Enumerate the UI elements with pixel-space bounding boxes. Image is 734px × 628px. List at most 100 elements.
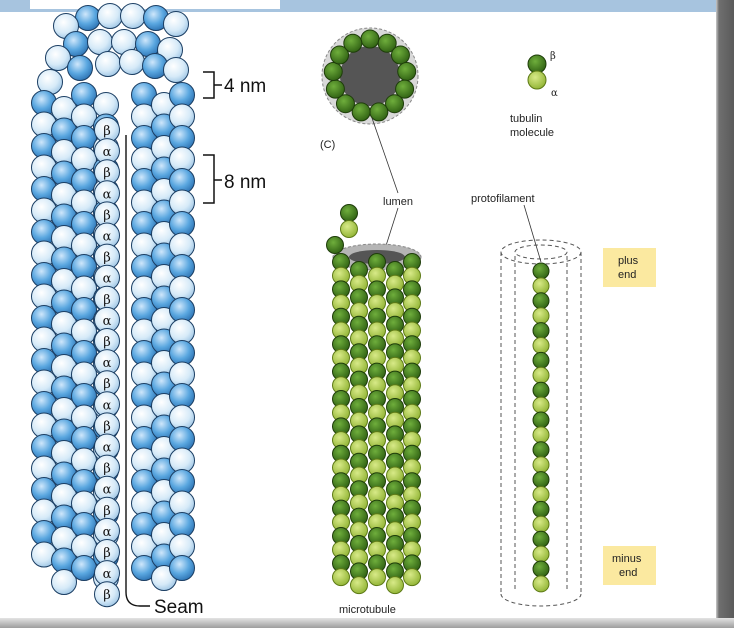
tubulin-molecule-icon xyxy=(527,54,547,90)
alpha-subunit-label: α xyxy=(103,398,112,413)
seam-subunit xyxy=(94,581,120,608)
protofilament-bead xyxy=(532,381,550,399)
lattice-bead xyxy=(75,5,101,31)
cross-section-bead xyxy=(395,79,415,99)
lattice-bead xyxy=(163,11,189,37)
lumen-label: lumen xyxy=(383,196,413,208)
protofilament-bead xyxy=(532,575,550,593)
protofilament-bead xyxy=(532,277,550,295)
tube-bead xyxy=(368,568,386,587)
protofilament-bead xyxy=(532,530,550,548)
protofilament-bead xyxy=(532,411,550,429)
cross-section-bead xyxy=(385,94,405,114)
cross-section-bead xyxy=(323,62,343,82)
lumen-leader-top xyxy=(371,117,399,194)
alpha-subunit-label: α xyxy=(103,441,112,456)
cross-section-bead xyxy=(325,79,345,99)
protofilament-bead xyxy=(532,456,550,474)
alpha-subunit-label: α xyxy=(103,230,112,245)
lattice-bead xyxy=(45,45,71,71)
dimension-8nm-label: 8 nm xyxy=(224,172,266,193)
beta-subunit-label: β xyxy=(103,293,111,308)
protofilament-bead xyxy=(532,337,550,354)
tube-bead xyxy=(340,204,358,222)
protofilament-beads xyxy=(532,262,550,593)
protofilament-bead xyxy=(532,426,550,444)
plus-end-callout xyxy=(603,248,656,287)
window-top-bar xyxy=(0,0,734,12)
lattice-bead xyxy=(95,51,121,77)
top-bar-tab xyxy=(30,0,280,9)
lattice-bead xyxy=(87,29,113,55)
beta-subunit-label: β xyxy=(103,166,111,181)
protofilament-leader xyxy=(523,204,542,263)
alpha-subunit-label: α xyxy=(103,356,112,371)
protofilament-bead xyxy=(532,486,550,503)
cylinder-bottom xyxy=(500,593,582,607)
tubulin-label-line2: molecule xyxy=(510,127,554,139)
microtubule-label: microtubule xyxy=(339,604,396,616)
protofilament-bead xyxy=(532,441,550,459)
protofilament-label: protofilament xyxy=(471,193,535,205)
window-bottom-edge xyxy=(0,618,734,628)
tubulin-beta-bead xyxy=(527,54,547,74)
dimension-4nm-label: 4 nm xyxy=(224,76,266,97)
beta-subunit-label: β xyxy=(103,504,111,519)
protofilament-bead xyxy=(532,471,550,489)
cylinder-top-inner xyxy=(514,244,568,260)
microtubule-model xyxy=(326,204,422,595)
lumen-core xyxy=(340,46,400,106)
tubulin-alpha-bead xyxy=(527,70,547,90)
cross-section-bead xyxy=(335,94,355,114)
cross-section-bead xyxy=(397,62,417,82)
tube-bead xyxy=(340,220,358,238)
alpha-subunit-label: α xyxy=(103,314,112,329)
tubulin-label-line1: tubulin xyxy=(510,113,542,125)
protofilament-bead xyxy=(532,396,550,414)
beta-subunit-label: β xyxy=(103,251,111,266)
alpha-subunit-label: α xyxy=(103,145,112,160)
cross-section-bead xyxy=(377,33,397,53)
lattice-bead xyxy=(67,55,93,81)
protofilament-bead xyxy=(532,322,550,340)
tube-bead xyxy=(332,568,350,587)
beta-subunit-label: β xyxy=(103,419,111,434)
protofilament-bead xyxy=(532,292,550,310)
cross-section-bead xyxy=(369,102,389,122)
protofilament-bead xyxy=(532,515,550,533)
cross-section-bead xyxy=(360,29,380,49)
protofilament-bead xyxy=(532,545,550,563)
beta-subunit-label: β xyxy=(103,462,111,477)
bracket-8nm xyxy=(203,154,222,204)
alpha-subunit-label: α xyxy=(103,272,112,287)
tubulin-beta-label: β xyxy=(550,51,556,62)
lattice-bead xyxy=(71,555,97,581)
panel-label-c: (C) xyxy=(320,139,335,151)
window-right-edge xyxy=(716,0,734,628)
plus-end-label-line2: end xyxy=(618,269,636,281)
cross-section-bead xyxy=(390,45,410,65)
beta-subunit-label: β xyxy=(103,588,111,603)
tubulin-alpha-label: α xyxy=(551,88,558,99)
protofilament-bead xyxy=(532,351,550,369)
lattice-bead xyxy=(163,57,189,83)
protofilament-bead xyxy=(532,500,550,518)
alpha-subunit-label: α xyxy=(103,187,112,202)
protofilament-bead xyxy=(532,366,550,384)
cross-section-bead xyxy=(330,45,350,65)
lattice-bead xyxy=(51,569,77,595)
beta-subunit-label: β xyxy=(103,124,111,139)
tube-bead xyxy=(326,236,344,254)
protofilament-bead xyxy=(532,262,550,280)
beta-subunit-label: β xyxy=(103,208,111,223)
bracket-4nm xyxy=(203,71,222,99)
tube-bead xyxy=(350,576,368,595)
lattice-bead xyxy=(169,555,195,581)
lattice-bead xyxy=(97,3,123,29)
lattice-bead xyxy=(120,3,146,29)
protofilament-bead xyxy=(532,560,550,578)
beta-subunit-label: β xyxy=(103,377,111,392)
